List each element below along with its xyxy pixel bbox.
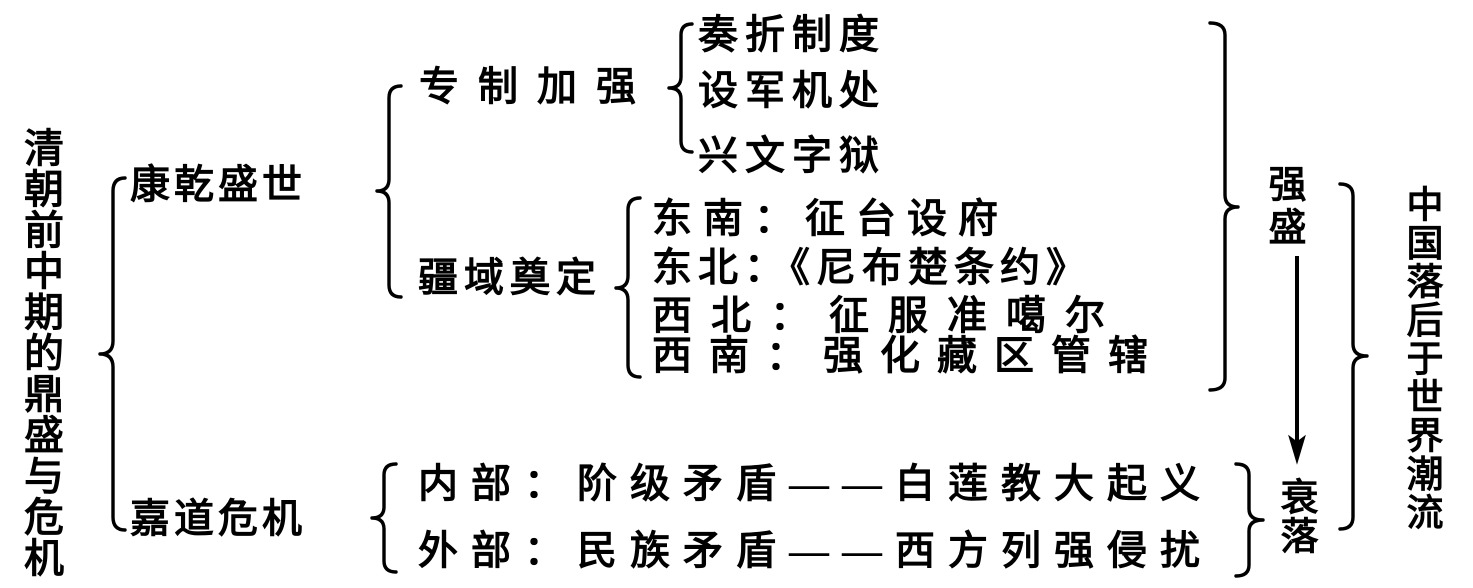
brace-strong-outcome: [1208, 21, 1240, 392]
brace-prosperity: [375, 84, 403, 299]
prosperity-branch-label: 康乾盛世: [130, 162, 306, 207]
brace-root: [98, 176, 127, 532]
brace-crisis-items: [370, 462, 398, 574]
territory-item: 东南：征台设府: [652, 196, 1009, 241]
root-label: 清朝前中期的鼎盛与危机: [18, 127, 63, 578]
territory-item: 西南：强化藏区管辖: [652, 333, 1165, 378]
autocracy-item: 兴文字狱: [698, 133, 886, 178]
territory-item: 西北：征服准噶尔: [652, 293, 1124, 338]
brace-territory-items: [614, 196, 642, 379]
conclusion-label: 中国落后于世界潮流: [1400, 185, 1441, 532]
crisis-item: 内部：阶级矛盾——白莲教大起义: [418, 461, 1213, 506]
crisis-branch-label: 嘉道危机: [130, 496, 306, 541]
autocracy-item: 奏折制度: [698, 12, 886, 57]
arrow-strong-to-decline: [1288, 256, 1306, 465]
strong-outcome-label: 强盛: [1262, 164, 1304, 250]
crisis-item: 外部：民族矛盾——西方列强侵扰: [418, 528, 1213, 573]
territory-label: 疆域奠定: [418, 255, 602, 300]
brace-decline-outcome: [1234, 462, 1265, 578]
autocracy-label: 专制加强: [419, 64, 655, 109]
brace-autocracy-items: [667, 22, 694, 154]
brace-conclusion: [1338, 182, 1369, 531]
autocracy-item: 设军机处: [698, 68, 886, 113]
territory-item: 东北：《尼布楚条约》: [652, 245, 1092, 290]
decline-outcome-label: 衰落: [1274, 477, 1316, 555]
